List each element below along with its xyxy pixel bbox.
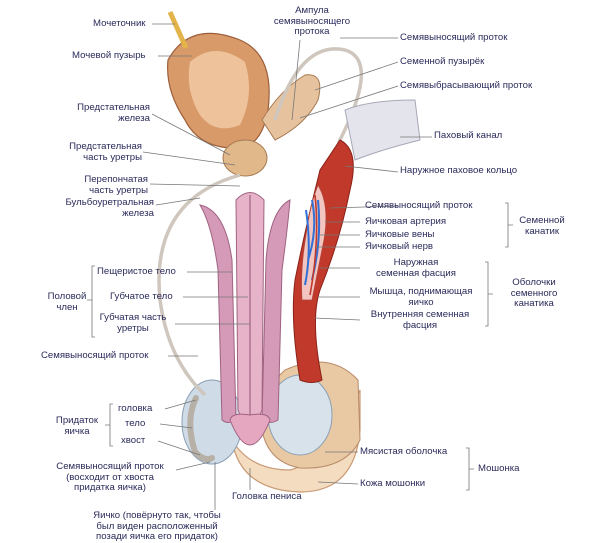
label-ampulla-line2: семявыносящего [273,15,351,27]
spermatic-cord-outer [292,139,354,383]
label-penis-line1: Половой [47,291,87,302]
bladder-inner [188,51,249,129]
label-internal-fascia: Внутренняя семенная фасция [360,309,480,331]
label-bulbourethral-line1: Бульбоуретральная [65,197,154,208]
label-spongy-urethra: Губчатая часть уретры [92,312,174,334]
label-spongy-urethra-line2: уретры [117,322,149,334]
label-prostate-line1: Предстательная [77,102,150,113]
label-external-fascia-line1: Наружная [393,257,439,268]
label-inguinal-canal: Паховый канал [434,130,503,141]
label-testis: Яичко (повёрнуто так, чтобы был виден ра… [62,510,252,543]
label-epididymis-head: головка [118,403,153,414]
leader-lines [87,23,513,510]
label-ampulla-line3: протока [294,26,330,37]
label-cord-vas: Семявыносящий проток [365,200,473,211]
label-epididymis-line1: Придаток [55,415,99,426]
label-vas-from-tail: Семявыносящий проток (восходит от хвоста… [44,461,176,494]
label-scrotum: Мошонка [478,463,520,474]
seminal-vesicle [261,74,321,141]
label-membranous-urethra: Перепончатая часть уретры [40,174,148,196]
label-spermatic-cord-line1: Семенной [519,215,565,226]
label-penis-line2: член [56,301,78,313]
ureter [167,10,189,50]
label-testis-line3: позади яичка его придаток) [96,531,218,542]
label-external-fascia: Наружная семенная фасция [360,257,472,279]
label-epididymis-line2: яичка [64,425,90,437]
label-cord-coverings-line1: Оболочки [512,277,556,288]
label-testicular-nerve: Яичковый нерв [365,241,434,252]
label-cord-coverings-line3: канатика [514,298,554,309]
glans [229,413,271,446]
corpus-cavernosum-left [198,204,237,423]
label-testicular-artery: Яичковая артерия [365,216,447,227]
label-bulbourethral-line2: железа [122,207,154,219]
label-seminal-vesicle: Семенной пузырёк [400,56,485,67]
label-prostate-line2: железа [118,112,150,124]
prostate [222,139,268,177]
label-vas-deferens-left: Семявыносящий проток [41,350,149,361]
label-spermatic-cord: Семенной канатик [512,215,572,237]
label-cavernous-body: Пещеристое тело [97,266,176,277]
label-bladder: Мочевой пузырь [72,50,146,61]
label-prostate: Предстательная железа [40,102,150,124]
label-internal-fascia-line1: Внутренняя семенная [370,309,470,320]
label-vas-from-tail-line2: (восходит от хвоста [66,471,154,483]
label-external-ring: Наружное паховое кольцо [400,165,518,176]
label-epididymis-body: тело [125,418,146,429]
label-dartos: Мясистая оболочка [360,446,448,457]
label-cord-coverings: Оболочки семенного канатика [494,277,574,310]
vas-deferens-loop [157,173,241,397]
corpus-cavernosum-right [261,199,291,423]
label-spermatic-cord-line2: канатик [524,225,560,237]
label-epididymis: Придаток яичка [50,415,104,437]
label-prostatic-urethra: Предстательная часть уретры [30,141,142,163]
label-prostatic-urethra-line2: часть уретры [83,151,142,163]
label-ejaculatory-duct: Семявыбрасывающий проток [400,80,533,91]
label-cord-coverings-line2: семенного [510,287,558,299]
label-membranous-urethra-line2: часть уретры [89,184,148,196]
label-glans: Головка пениса [232,491,302,502]
label-internal-fascia-line2: фасция [402,319,438,331]
label-vas-deferens-top: Семявыносящий проток [400,32,508,43]
inguinal-canal [344,99,421,161]
label-cremaster-line2: яичко [408,296,434,308]
label-spongy-body: Губчатое тело [110,291,173,302]
label-external-fascia-line2: семенная фасция [376,267,456,279]
label-testis-line2: был виден расположенный [96,520,218,532]
label-bulbourethral: Бульбоуретральная железа [30,197,154,219]
label-ureter: Мочеточник [93,18,146,29]
label-testis-line1: Яичко (повёрнуто так, чтобы [93,510,221,521]
label-ampulla-line1: Ампула [295,5,329,16]
label-ampulla: Ампула семявыносящего протока [262,5,362,38]
label-membranous-urethra-line1: Перепончатая [84,174,148,185]
label-testicular-veins: Яичковые вены [365,229,435,240]
label-vas-from-tail-line1: Семявыносящий проток [56,461,164,472]
label-prostatic-urethra-line1: Предстательная [69,141,142,152]
label-penis: Половой член [46,291,88,313]
label-cremaster-line1: Мышца, поднимающая [369,286,473,297]
artery [309,194,318,296]
label-spongy-urethra-line1: Губчатая часть [99,312,167,323]
label-epididymis-tail: хвост [121,435,146,446]
epididymis-left [187,395,215,463]
label-scrotal-skin: Кожа мошонки [360,478,426,489]
label-vas-from-tail-line3: придатка яичка) [74,482,146,493]
label-cremaster: Мышца, поднимающая яичко [360,286,482,308]
